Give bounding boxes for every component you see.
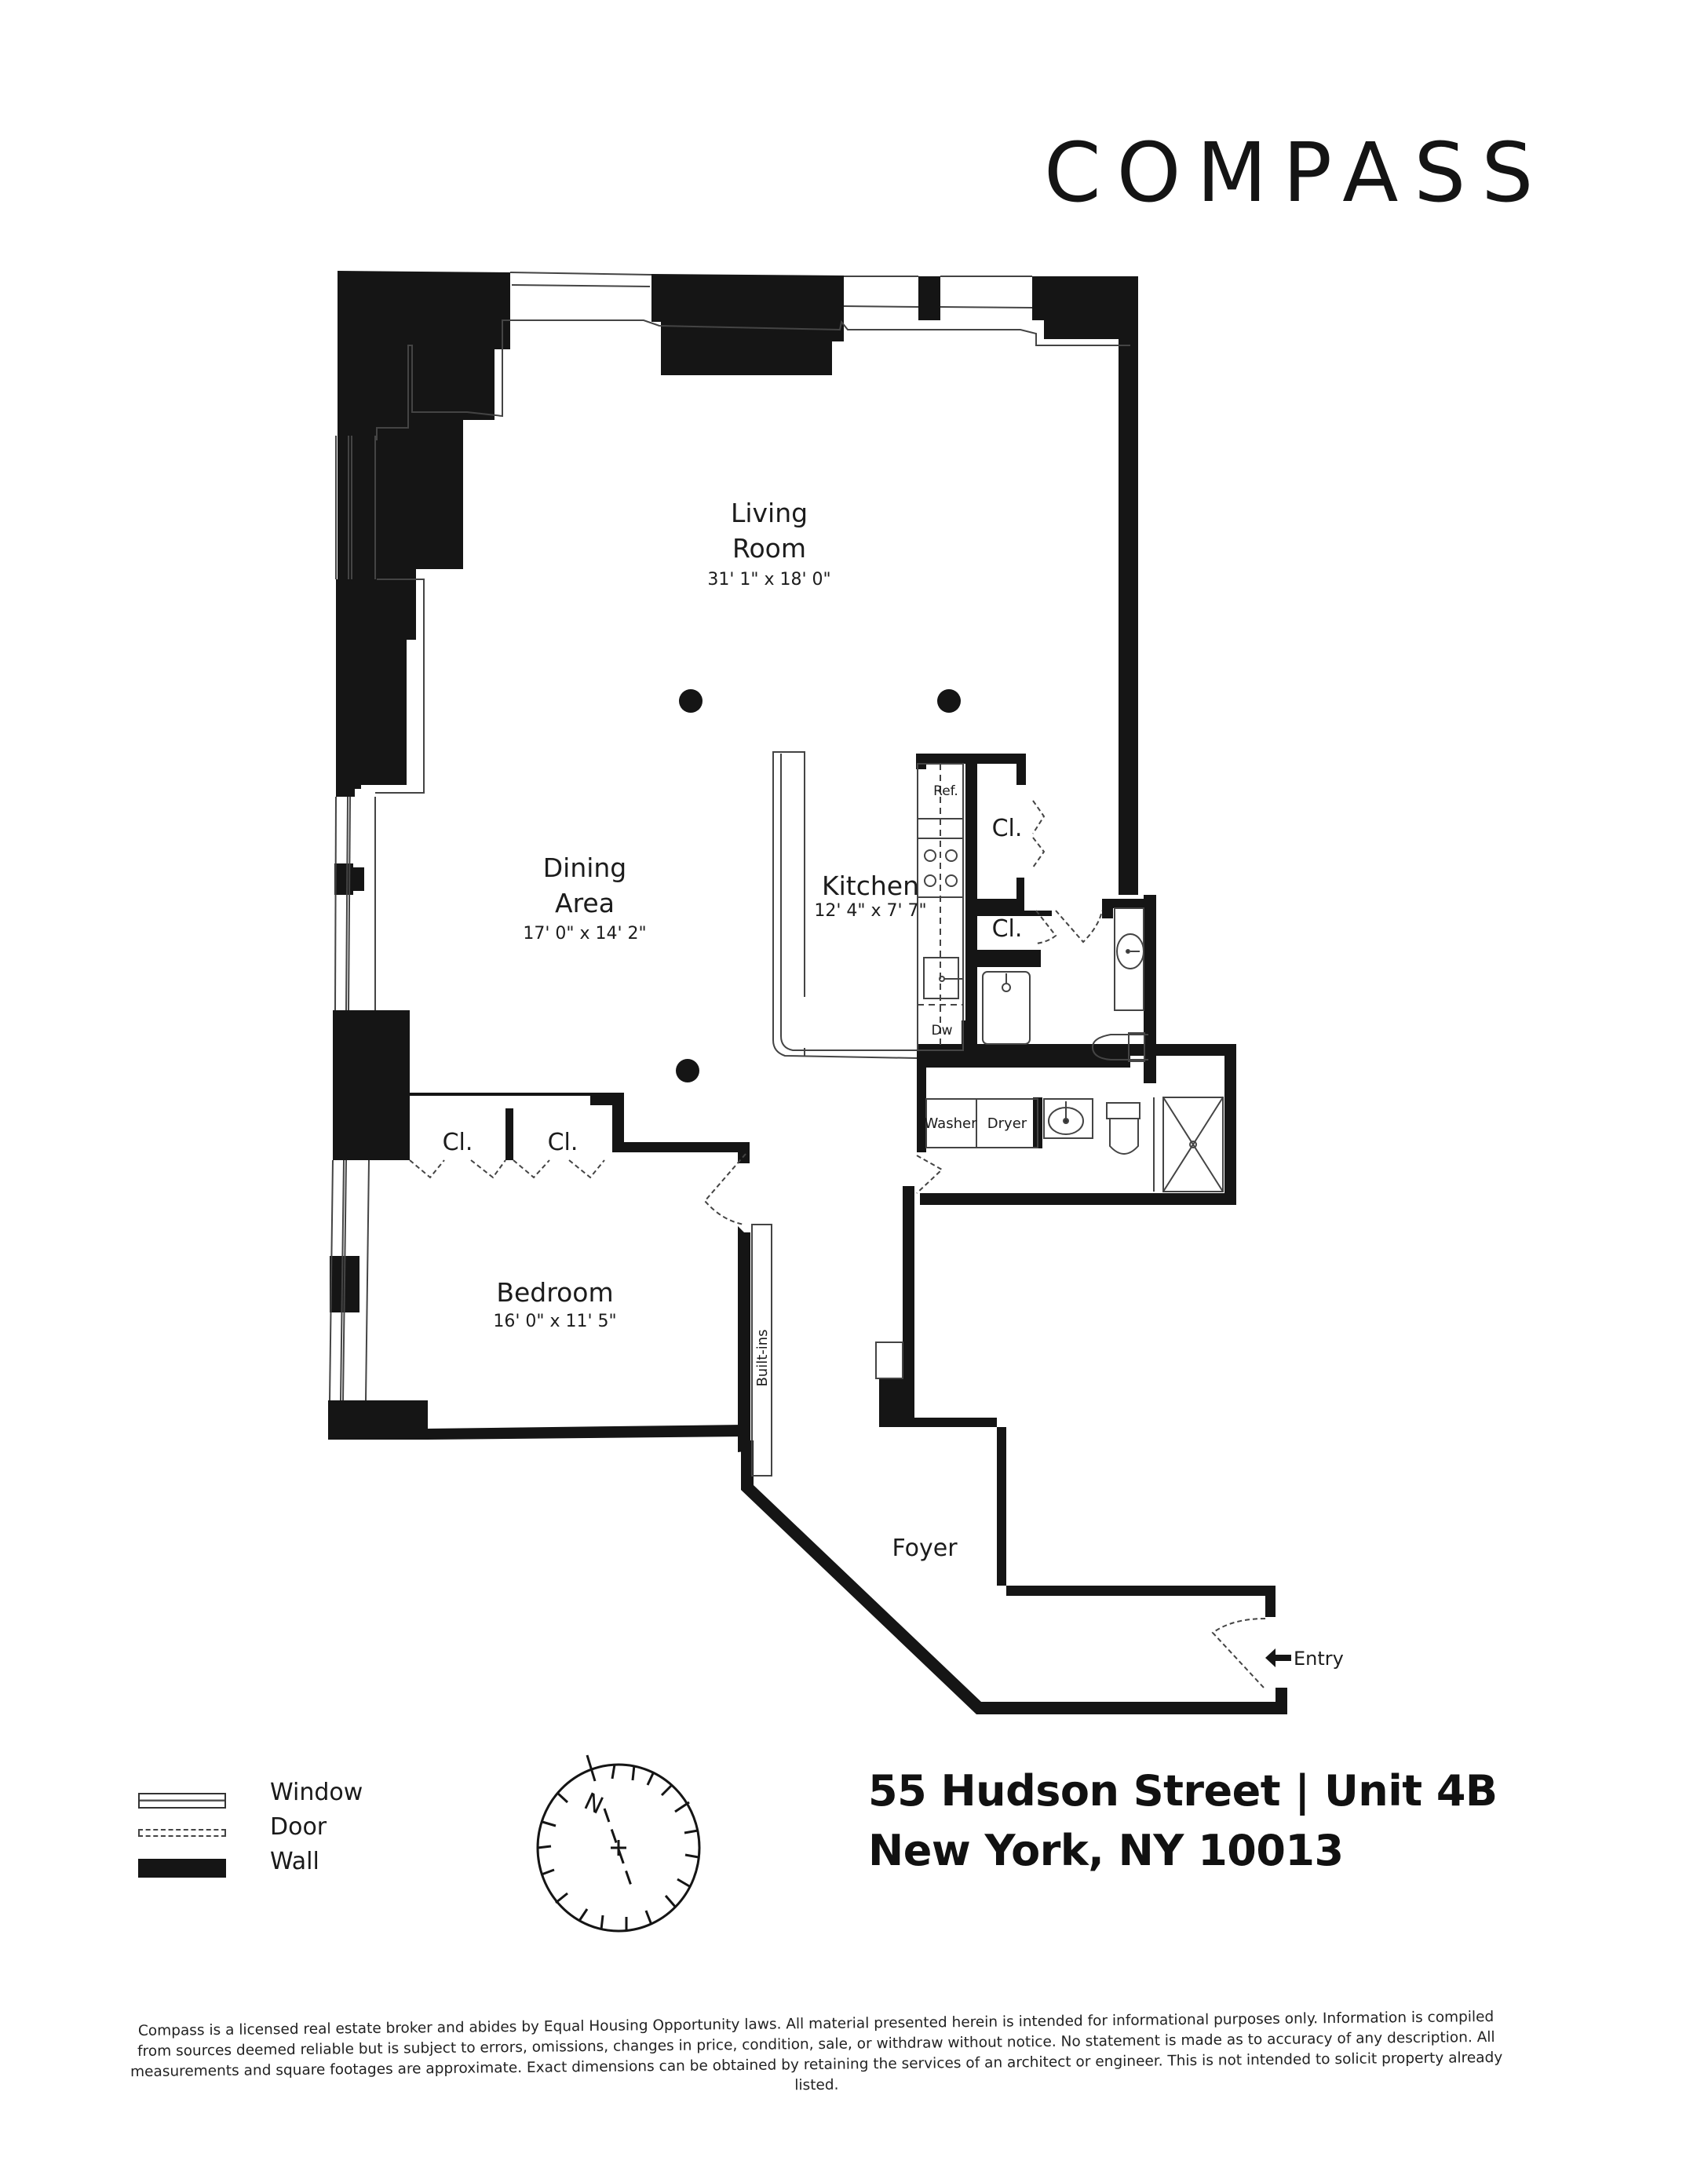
closet-label: Cl. [443,1129,473,1156]
legend-label: Door [270,1813,327,1841]
legal-disclaimer: Compass is a licensed real estate broker… [110,2007,1524,2104]
address-line-2: New York, NY 10013 [868,1826,1344,1875]
closet-label: Cl. [548,1129,578,1156]
bedroom-dimensions: 16' 0" x 11' 5" [493,1312,616,1331]
washer-label: Washer [925,1115,978,1132]
compass-logo: COMPASS [1044,125,1549,221]
closet-label: Cl. [992,815,1023,842]
kitchen-label: Kitchen [822,871,919,901]
address-line-1: 55 Hudson Street | Unit 4B [868,1766,1498,1816]
interior-lines [375,319,1224,1477]
legend-item-wall: Wall [138,1848,405,1882]
dining-area-label: Dining [543,852,627,883]
living-room-label-2: Room [732,533,806,564]
compass-rose-icon [536,1754,701,1933]
entry-arrow-icon [1265,1648,1291,1667]
wall-swatch-icon [138,1859,226,1878]
built-ins-label: Built-ins [754,1329,771,1386]
window-swatch-icon [138,1793,226,1809]
door-swatch-icon [138,1829,226,1837]
refrigerator-label: Ref. [933,783,958,799]
closet-label: Cl. [992,915,1023,943]
bedroom-label: Bedroom [496,1277,613,1308]
living-room-dimensions: 31' 1" x 18' 0" [707,570,830,590]
compass-north-label: N [580,1788,608,1820]
living-room-label: Living [731,498,808,528]
legend-item-window: Window [138,1779,405,1813]
legend-label: Wall [270,1848,319,1875]
dining-area-dimensions: 17' 0" x 14' 2" [523,924,646,944]
doors [409,800,1266,1688]
dishwasher-label: Dw [932,1023,953,1039]
legend-label: Window [270,1779,363,1806]
legend-item-door: Door [138,1813,405,1848]
entry-label: Entry [1294,1648,1344,1670]
property-address: 55 Hudson Street | Unit 4B New York, NY … [868,1761,1498,1881]
windows [329,272,1033,1401]
kitchen-dimensions: 12' 4" x 7' 7" [814,901,926,921]
dryer-label: Dryer [987,1115,1027,1132]
foyer-label: Foyer [892,1535,958,1562]
dining-area-label-2: Area [555,888,615,918]
walls [328,271,1287,1714]
columns [676,689,961,1082]
